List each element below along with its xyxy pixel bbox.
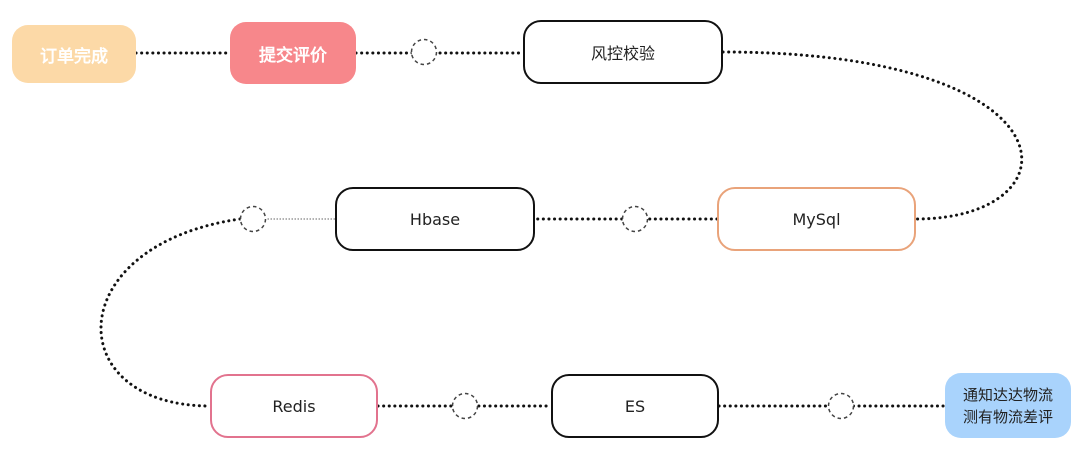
submit-review-label: 提交评价: [259, 45, 327, 66]
connector-curve-to-redis: [99, 217, 242, 408]
connector-risk-to-mysql: [721, 50, 1024, 221]
risk-check-node: 风控校验: [523, 20, 723, 84]
gateway-node-review-risk: [410, 38, 438, 66]
gateway-node-hbase-mysql: [621, 205, 649, 233]
notify-logistics-node: 通知达达物流 测有物流差评: [945, 373, 1071, 438]
order-complete-label: 订单完成: [40, 46, 108, 67]
notify-label-line1: 通知达达物流: [962, 385, 1053, 404]
gateway-node-es-notify: [827, 392, 855, 420]
notify-label-line2: 测有物流差评: [962, 407, 1053, 426]
risk-check-label: 风控校验: [590, 44, 655, 63]
redis-node: Redis: [210, 374, 378, 438]
order-complete-node: 订单完成: [12, 25, 136, 83]
hbase-label: Hbase: [409, 209, 461, 229]
gateway-node-redis-es: [451, 392, 479, 420]
es-node: ES: [551, 374, 719, 438]
submit-review-node: 提交评价: [230, 22, 356, 84]
mysql-label: MySql: [792, 209, 841, 229]
redis-label: Redis: [272, 396, 316, 416]
gateway-node-hbase-left: [239, 205, 267, 233]
es-label: ES: [624, 396, 646, 416]
mysql-node: MySql: [717, 187, 916, 251]
hbase-node: Hbase: [335, 187, 535, 251]
